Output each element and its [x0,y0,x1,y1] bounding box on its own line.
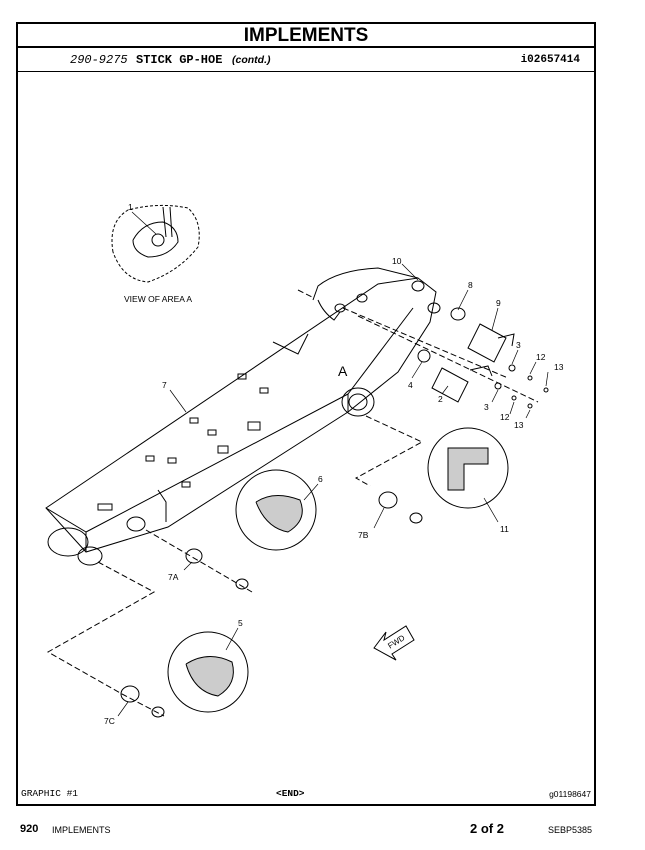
page-count: 2 of 2 [470,821,504,836]
callout-7b: 7B [358,530,369,540]
callout-6: 6 [318,474,323,484]
area-letter: A [338,363,348,379]
callout-leaders [117,211,549,717]
leader-7a [145,529,253,593]
illustration-id: i02657414 [520,54,580,66]
page-number: 920 [20,823,39,835]
leader-7c [46,561,165,717]
page-frame: IMPLEMENTS 290-9275 STICK GP-HOE (contd.… [16,22,596,806]
callout-9: 9 [496,298,501,308]
callout-1: 1 [128,202,133,212]
document-id: SEBP5385 [548,825,593,835]
end-label: <END> [276,788,305,799]
callout-12a: 12 [536,352,546,362]
callout-13a: 13 [554,362,564,372]
bearing-7b [378,491,398,509]
leader-7b [354,415,424,487]
callout-4: 4 [408,380,413,390]
callout-12b: 12 [500,412,510,422]
callout-11: 11 [500,524,509,534]
part-name: STICK GP-HOE [136,53,223,67]
graphic-label: GRAPHIC #1 [21,788,79,799]
section-name: IMPLEMENTS [52,825,111,835]
detail-circle-11 [427,427,509,509]
page-title: IMPLEMENTS [18,24,594,48]
view-area-a-detail [111,204,200,283]
callout-10: 10 [392,256,402,266]
callout-3a: 3 [516,340,521,350]
callout-7c: 7C [104,716,115,726]
callout-2: 2 [438,394,443,404]
callout-3b: 3 [484,402,489,412]
detail-circle-5 [167,631,249,713]
callout-13b: 13 [514,420,524,430]
exploded-diagram: VIEW OF AREA A A FWD 1 2 3 3 4 5 6 7 7A … [45,202,564,726]
graphic-id: g01198647 [549,789,591,799]
view-caption: VIEW OF AREA A [124,294,192,304]
callout-8: 8 [468,280,473,290]
callout-5: 5 [238,618,243,628]
callout-7: 7 [162,380,167,390]
callout-7a: 7A [168,572,179,582]
part-header: 290-9275 STICK GP-HOE (contd.) i02657414 [18,48,594,72]
detail-circle-6 [235,469,317,551]
stick-body [45,267,441,566]
fwd-label: FWD [386,633,406,650]
pin-assembly [297,289,549,409]
part-number: 290-9275 [70,53,128,67]
continued-label: (contd.) [232,54,271,66]
fwd-arrow [373,625,415,661]
